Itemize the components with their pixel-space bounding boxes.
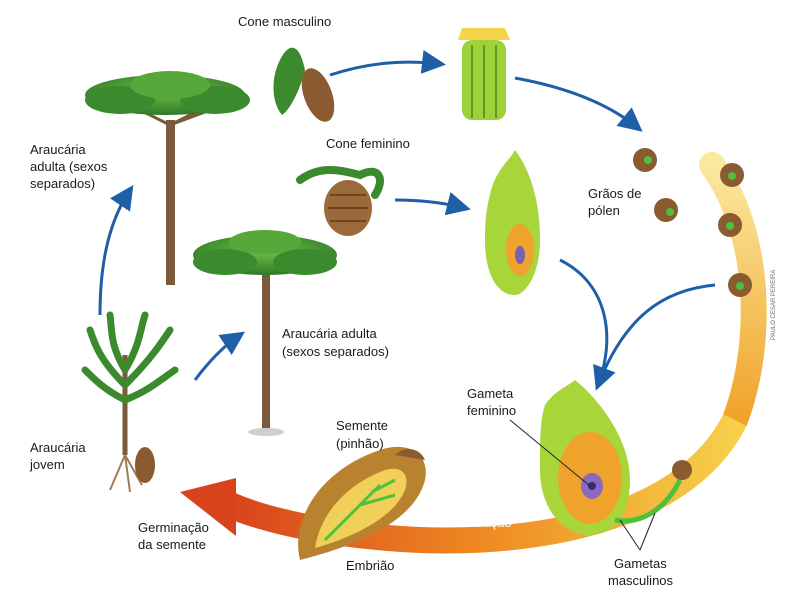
label-gameta-fem-line2: feminino: [467, 403, 517, 418]
arrow-young-to-midadult: [193, 331, 245, 381]
cycle-band-right: [699, 152, 767, 433]
label-fecundacao: Fecundação: [440, 515, 512, 530]
arrow-young-to-adult: [98, 185, 134, 316]
label-adult-top-line3: separados): [30, 176, 96, 191]
cycle-band: [180, 152, 767, 554]
ovule-fertilization-illustration: [509, 380, 692, 551]
female-cone-illustration: [296, 166, 384, 236]
arrow-pollen-to-ovule: [598, 283, 716, 381]
pollen-grain: [726, 222, 734, 230]
label-semente-line1: Semente: [336, 418, 389, 433]
anther-illustration: [458, 28, 510, 120]
label-cone-masculino: Cone masculino: [238, 14, 332, 29]
label-semente-line2: (pinhão): [336, 436, 384, 451]
label-jovem-line1: Araucária: [30, 440, 86, 455]
pollen-grain: [728, 172, 736, 180]
araucaria-adult-mid-illustration: [193, 230, 337, 436]
arrow-ovule-down: [559, 258, 616, 391]
label-germinacao-line2: da semente: [138, 537, 206, 552]
pollen-grain: [736, 282, 744, 290]
cycle-arrowhead: [180, 478, 236, 536]
label-gametas-masc-line2: masculinos: [608, 573, 674, 588]
pollen-grain: [666, 208, 674, 216]
label-gametas-masc-line1: Gametas: [614, 556, 667, 571]
label-gameta-fem-line1: Gameta: [467, 386, 514, 401]
label-adult-mid-line2: (sexos separados): [282, 344, 389, 359]
cycle-band-bottom: [224, 413, 747, 554]
araucaria-young-illustration: [81, 311, 179, 493]
label-germinacao-line1: Germinação: [138, 520, 209, 535]
photo-credit: PAULO CESAR PEREIRA: [771, 269, 777, 340]
label-graos-line1: Grãos de: [588, 186, 642, 201]
arrow-conefem-to-ovule: [394, 191, 471, 216]
arrow-cone-to-anther: [329, 50, 446, 77]
pollen-grain: [654, 198, 678, 222]
label-adult-top-line2: adulta (sexos: [30, 159, 108, 174]
label-adult-mid-line1: Araucária adulta: [282, 326, 377, 341]
araucaria-adult-top-illustration: [85, 71, 250, 285]
label-graos-line2: pólen: [588, 203, 620, 218]
pollen-grain: [644, 156, 652, 164]
label-jovem-line2: jovem: [30, 457, 65, 472]
pollen-grains: [633, 148, 752, 297]
male-cone-illustration: [273, 47, 335, 122]
label-embriao: Embrião: [346, 558, 395, 573]
label-cone-feminino: Cone feminino: [326, 136, 410, 151]
blue-arrows: [98, 50, 716, 391]
ovule-top-illustration: [485, 150, 540, 295]
arrow-anther-to-pollen: [514, 76, 643, 132]
seed-illustration: [298, 446, 426, 560]
label-adult-top-line1: Araucária: [30, 142, 86, 157]
